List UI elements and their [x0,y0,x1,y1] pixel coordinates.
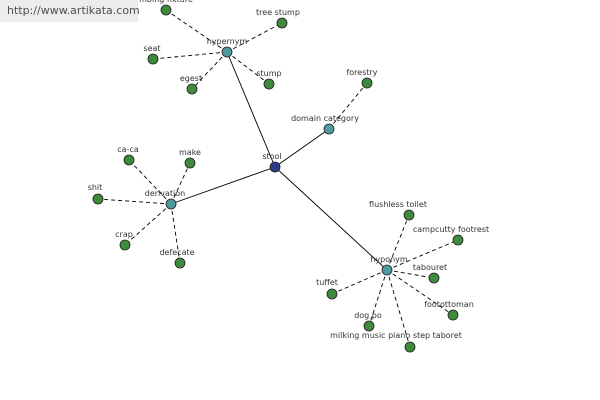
node-dot-forestry[interactable] [361,77,373,89]
node-dot-treestump[interactable] [276,17,288,29]
node-egest[interactable]: egest [180,74,202,95]
node-caca[interactable]: ca-ca [117,145,139,166]
edge-stool-hyponym [274,166,388,271]
node-label-defecate[interactable]: defecate [159,248,194,257]
node-label-plumbing[interactable]: mbing fixture [139,0,193,4]
node-label-flushless[interactable]: flushless toilet [369,200,427,209]
node-label-hyponym[interactable]: hyponym [370,255,408,264]
node-dot-domain[interactable] [323,123,335,135]
node-campcutty[interactable]: campcutty footrest [413,225,489,246]
node-seat[interactable]: seat [143,44,161,65]
node-label-footottoman[interactable]: footottoman [424,300,474,309]
node-stump[interactable]: stump [256,69,282,90]
edge-hyponym-campcutty [386,239,459,271]
edge-hyponym-dogpo [368,269,388,327]
node-plumbing[interactable]: mbing fixture [139,0,193,16]
node-label-shit[interactable]: shit [88,183,103,192]
node-dot-caca[interactable] [123,154,135,166]
node-dot-campcutty[interactable] [452,234,464,246]
node-hyponym[interactable]: hyponym [370,255,408,276]
node-label-domain[interactable]: domain category [291,114,359,123]
node-label-tabouret[interactable]: tabouret [413,263,447,272]
node-hypernym[interactable]: hypernym [207,37,248,58]
node-label-egest[interactable]: egest [180,74,202,83]
edge-domain-forestry [328,82,368,130]
node-dogpo[interactable]: dog po [354,311,382,332]
edge-hypernym-stump [226,51,270,85]
node-defecate[interactable]: defecate [159,248,195,269]
node-label-make[interactable]: make [179,148,201,157]
node-label-seat[interactable]: seat [143,44,160,53]
edge-stool-hypernym [226,51,276,168]
node-domain[interactable]: domain category [291,114,359,135]
node-shit[interactable]: shit [88,183,104,205]
node-dot-make[interactable] [184,157,196,169]
edge-hypernym-treestump [226,22,283,53]
node-label-crap[interactable]: crap [115,230,133,239]
node-pianostool[interactable]: milking music piano step taboret [330,331,462,353]
edge-stool-domain [274,128,330,168]
edge-hyponym-footottoman [386,269,454,316]
node-dot-footottoman[interactable] [447,309,459,321]
edge-hyponym-tabouret [386,269,435,279]
edge-derivation-defecate [170,203,181,264]
node-crap[interactable]: crap [115,230,133,251]
node-stool[interactable]: stool [262,152,282,173]
node-make[interactable]: make [179,148,201,169]
node-dot-egest[interactable] [186,83,198,95]
node-label-forestry[interactable]: forestry [346,68,377,77]
node-dot-shit[interactable] [92,193,104,205]
node-dot-plumbing[interactable] [160,4,172,16]
node-dot-flushless[interactable] [403,209,415,221]
node-dot-defecate[interactable] [174,257,186,269]
site-url-watermark[interactable]: http://www.artikata.com [0,0,140,22]
node-label-hypernym[interactable]: hypernym [207,37,248,46]
graph-edges [97,9,459,348]
node-label-caca[interactable]: ca-ca [117,145,139,154]
node-footottoman[interactable]: footottoman [424,300,474,321]
node-dot-stool[interactable] [269,161,281,173]
edge-derivation-caca [128,159,172,205]
node-dot-crap[interactable] [119,239,131,251]
node-label-stump[interactable]: stump [256,69,281,78]
node-dot-tuffet[interactable] [326,288,338,300]
node-tabouret[interactable]: tabouret [413,263,447,284]
node-dot-hypernym[interactable] [221,46,233,58]
node-label-pianostool[interactable]: milking music piano step taboret [330,331,462,340]
node-dot-pianostool[interactable] [404,341,416,353]
edge-derivation-shit [97,198,172,205]
edge-hyponym-flushless [386,214,410,271]
edge-stool-derivation [170,166,276,205]
node-treestump[interactable]: tree stump [256,8,300,29]
node-dot-tabouret[interactable] [428,272,440,284]
edge-hypernym-egest [191,51,228,90]
node-forestry[interactable]: forestry [346,68,378,89]
node-label-tuffet[interactable]: tuffet [316,278,338,287]
node-label-treestump[interactable]: tree stump [256,8,300,17]
edge-hypernym-seat [152,51,228,60]
node-label-stool[interactable]: stool [262,152,281,161]
edge-hyponym-tuffet [331,269,388,295]
node-label-campcutty[interactable]: campcutty footrest [413,225,489,234]
node-dot-seat[interactable] [147,53,159,65]
node-label-dogpo[interactable]: dog po [354,311,382,320]
graph-nodes: stool hypernym domain category derivation hy… [88,0,489,353]
edge-hyponym-pianostool [386,269,411,348]
node-dot-dogpo[interactable] [363,320,375,332]
node-derivation[interactable]: derivation [145,189,185,210]
node-label-derivation[interactable]: derivation [145,189,185,198]
edge-derivation-make [170,162,191,205]
node-tuffet[interactable]: tuffet [316,278,338,300]
edge-derivation-crap [124,203,172,246]
node-flushless[interactable]: flushless toilet [369,200,427,221]
node-dot-derivation[interactable] [165,198,177,210]
edge-hypernym-plumbing [165,9,228,53]
node-dot-stump[interactable] [263,78,275,90]
node-dot-hyponym[interactable] [381,264,393,276]
